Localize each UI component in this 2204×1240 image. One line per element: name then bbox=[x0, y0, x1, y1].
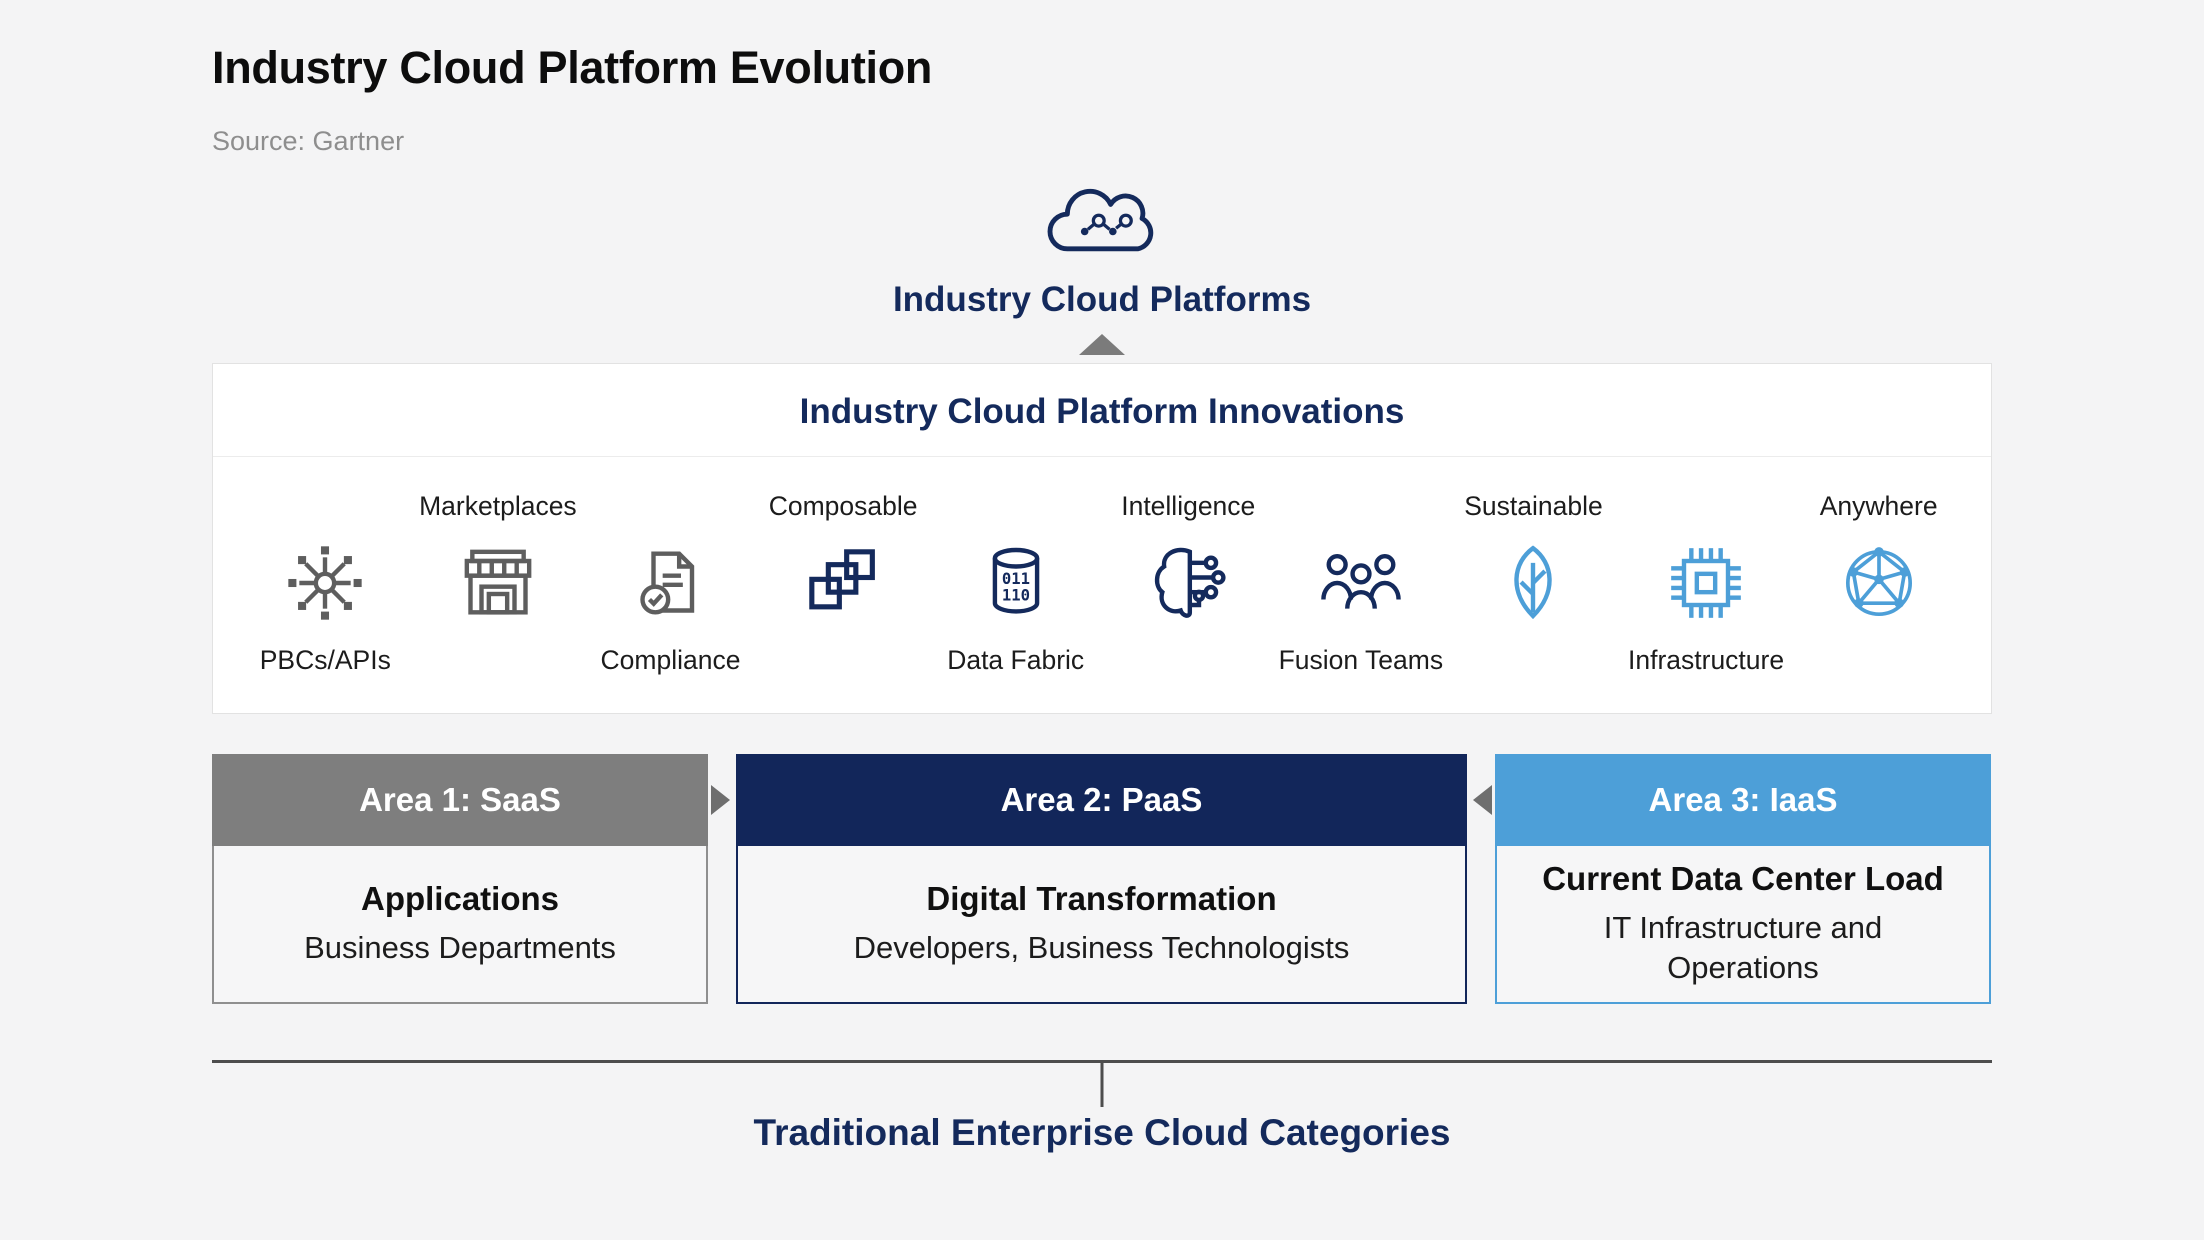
innovation-label: Compliance bbox=[600, 644, 741, 675]
innovation-item-intelligence: Intelligence bbox=[1102, 479, 1275, 687]
diagram-content: Industry Cloud Platform Evolution Source… bbox=[212, 0, 1992, 1154]
arrow-left-icon bbox=[1473, 785, 1492, 815]
storefront-icon bbox=[464, 549, 532, 615]
innovations-panel: Industry Cloud Platform Innovations bbox=[212, 363, 1992, 714]
innovation-item-sustainable: Sustainable bbox=[1447, 479, 1620, 687]
arrow-up-icon bbox=[1079, 334, 1125, 355]
innovation-item-infrastructure: Infrastructure bbox=[1620, 479, 1793, 687]
innovation-label: Data Fabric bbox=[947, 644, 1085, 675]
innovation-label: Sustainable bbox=[1464, 490, 1603, 521]
area-3-line1: Current Data Center Load bbox=[1542, 859, 1944, 897]
source-caption: Source: Gartner bbox=[212, 126, 405, 156]
svg-text:110: 110 bbox=[1002, 586, 1030, 604]
area-2-line2: Developers, Business Technologists bbox=[853, 929, 1350, 965]
area-1-body: Applications Business Departments bbox=[212, 846, 708, 1004]
database-icon: 011 110 bbox=[992, 547, 1039, 614]
innovation-label: PBCs/APIs bbox=[259, 644, 391, 675]
area-1-header: Area 1: SaaS bbox=[212, 754, 708, 846]
area-1-line1: Applications bbox=[360, 879, 560, 917]
innovation-label: Composable bbox=[768, 490, 918, 521]
innovation-label: Anywhere bbox=[1819, 490, 1938, 521]
area-1-line2: Business Departments bbox=[304, 929, 616, 965]
bracket-line bbox=[212, 1060, 1992, 1108]
cloud-areas-row: Area 1: SaaS Applications Business Depar… bbox=[212, 754, 1992, 1004]
innovation-item-compliance: Compliance bbox=[584, 479, 757, 687]
area-gap bbox=[708, 754, 736, 1004]
area-2-line1: Digital Transformation bbox=[926, 879, 1277, 917]
innovation-label: Fusion Teams bbox=[1278, 644, 1444, 675]
area-gap bbox=[1467, 754, 1495, 1004]
innovation-label: Marketplaces bbox=[419, 490, 577, 521]
page-title: Industry Cloud Platform Evolution bbox=[212, 42, 933, 93]
document-check-icon bbox=[640, 551, 695, 615]
area-3-line2: IT Infrastructure and Operations bbox=[1603, 909, 1883, 985]
innovation-item-composable: Composable bbox=[757, 479, 930, 687]
innovation-item-data-fabric: 011 110 Data Fabric bbox=[929, 479, 1102, 687]
innovation-label: Intelligence bbox=[1121, 490, 1256, 521]
industry-cloud-platforms-header: Industry Cloud Platforms bbox=[212, 179, 1992, 355]
cloud-network-icon bbox=[1047, 188, 1154, 252]
area-3-header: Area 3: IaaS bbox=[1495, 754, 1991, 846]
innovation-item-pbcs-apis: PBCs/APIs bbox=[239, 479, 412, 687]
area-3-iaas-box: Area 3: IaaS Current Data Center Load IT… bbox=[1495, 754, 1991, 1004]
arrow-right-icon bbox=[711, 785, 730, 815]
chip-icon bbox=[1671, 548, 1741, 618]
hub-icon bbox=[288, 546, 362, 620]
svg-text:011: 011 bbox=[1002, 570, 1030, 588]
network-globe-icon bbox=[1845, 547, 1912, 616]
bracket-tick bbox=[1100, 1063, 1104, 1107]
area-1-saas-box: Area 1: SaaS Applications Business Depar… bbox=[212, 754, 708, 1004]
area-3-body: Current Data Center Load IT Infrastructu… bbox=[1495, 846, 1991, 1004]
leaf-icon bbox=[1514, 545, 1553, 620]
area-2-header: Area 2: PaaS bbox=[736, 754, 1467, 846]
people-icon bbox=[1321, 554, 1401, 609]
area-2-paas-box: Area 2: PaaS Digital Transformation Deve… bbox=[736, 754, 1467, 1004]
innovations-row: PBCs/APIs Marketplaces bbox=[213, 457, 1991, 713]
innovation-item-fusion-teams: Fusion Teams bbox=[1275, 479, 1448, 687]
area-2-body: Digital Transformation Developers, Busin… bbox=[736, 846, 1467, 1004]
footer-label: Traditional Enterprise Cloud Categories bbox=[753, 1112, 1451, 1153]
brain-circuit-icon bbox=[1155, 547, 1226, 618]
innovations-title: Industry Cloud Platform Innovations bbox=[213, 364, 1991, 457]
innovation-item-marketplaces: Marketplaces bbox=[412, 479, 585, 687]
industry-cloud-platforms-label: Industry Cloud Platforms bbox=[892, 280, 1312, 319]
overlapping-squares-icon bbox=[809, 549, 875, 610]
innovation-item-anywhere: Anywhere bbox=[1792, 479, 1965, 687]
innovation-label: Infrastructure bbox=[1627, 644, 1785, 675]
